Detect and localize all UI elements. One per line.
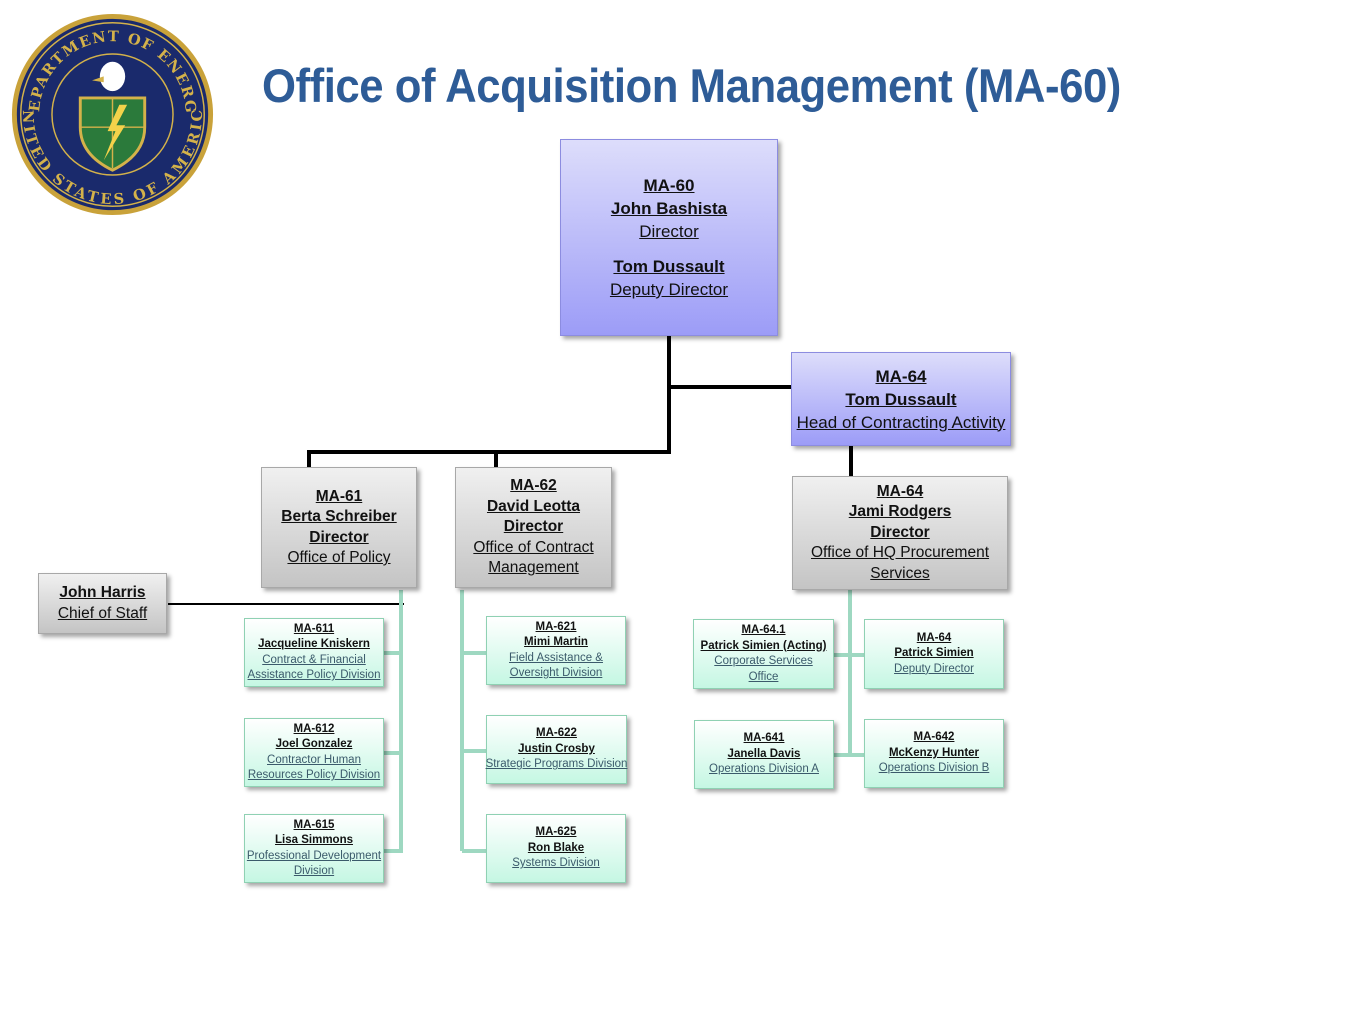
org-box-ma621[interactable]: MA-621 Mimi Martin Field Assistance & Ov… <box>486 616 626 685</box>
org-box-ma64-hca[interactable]: MA-64 Tom Dussault Head of Contracting A… <box>791 352 1011 446</box>
division-line1: Contract & Financial <box>262 653 366 666</box>
deputy-role: Deputy Director <box>609 280 729 299</box>
org-box-ma64-1[interactable]: MA-64.1 Patrick Simien (Acting) Corporat… <box>693 619 834 689</box>
deputy-name: Tom Dussault <box>613 257 725 276</box>
person-name: David Leotta <box>486 497 580 515</box>
person-name: Janella Davis <box>727 747 801 760</box>
org-code: MA-64 <box>916 631 952 644</box>
division-line1: Operations Division B <box>878 762 990 775</box>
org-box-ma611[interactable]: MA-611 Jacqueline Kniskern Contract & Fi… <box>244 618 384 687</box>
org-code: MA-64 <box>876 482 924 500</box>
org-box-ma615[interactable]: MA-615 Lisa Simmons Professional Develop… <box>244 814 384 883</box>
person-name: Jacqueline Kniskern <box>258 638 370 650</box>
division-line1: Professional Development <box>246 849 382 862</box>
person-name: Tom Dussault <box>845 389 957 409</box>
org-box-ma622[interactable]: MA-622 Justin Crosby Strategic Programs … <box>486 715 627 784</box>
person-role: Director <box>870 523 930 541</box>
org-box-ma625[interactable]: MA-625 Ron Blake Systems Division <box>486 814 626 883</box>
org-code: MA-621 <box>535 620 577 633</box>
person-role: Director <box>309 528 369 546</box>
page-title: Office of Acquisition Management (MA-60) <box>262 59 1121 112</box>
division-line2: Division <box>293 865 335 877</box>
person-name: McKenzy Hunter <box>888 746 980 759</box>
person-name: Joel Gonzalez <box>275 738 353 750</box>
office-name-line1: Office of HQ Procurement <box>810 544 990 562</box>
org-box-ma641[interactable]: MA-641 Janella Davis Operations Division… <box>694 720 834 789</box>
org-box-ma64-deputy[interactable]: MA-64 Patrick Simien Deputy Director <box>864 619 1004 689</box>
org-box-ma61[interactable]: MA-61 Berta Schreiber Director Office of… <box>261 467 417 588</box>
division-line1: Deputy Director <box>894 662 974 675</box>
org-code: MA-64 <box>875 366 927 386</box>
org-code: MA-625 <box>535 826 577 839</box>
person-name: Justin Crosby <box>518 742 595 755</box>
division-line1: Operations Division A <box>709 763 819 776</box>
division-line2: Assistance Policy Division <box>247 669 381 681</box>
org-code: MA-615 <box>293 818 335 831</box>
doe-seal-logo: DEPARTMENT OF ENERGY UNITED STATES OF AM… <box>10 12 214 216</box>
org-box-chief-of-staff[interactable]: John Harris Chief of Staff <box>38 573 167 634</box>
office-name: Office of Policy <box>287 549 391 566</box>
org-box-ma62[interactable]: MA-62 David Leotta Director Office of Co… <box>455 467 612 588</box>
org-code: MA-60 <box>643 176 695 195</box>
person-role: Director <box>639 222 699 241</box>
org-code: MA-611 <box>293 622 335 635</box>
org-box-ma60[interactable]: MA-60 John Bashista Director Tom Dussaul… <box>560 139 778 336</box>
person-name: Mimi Martin <box>524 636 588 648</box>
person-role: Chief of Staff <box>57 604 148 622</box>
division-line2: Resources Policy Division <box>247 769 381 781</box>
office-name-line2: Services <box>870 564 930 582</box>
person-role: Head of Contracting Activity <box>796 412 1006 432</box>
division-line1: Corporate Services <box>714 655 813 667</box>
org-code: MA-61 <box>315 487 363 505</box>
person-name: Lisa Simmons <box>275 834 353 846</box>
person-name: John Harris <box>59 584 146 601</box>
person-name: Berta Schreiber <box>281 508 397 525</box>
person-name: Ron Blake <box>527 841 585 854</box>
org-box-ma64-director[interactable]: MA-64 Jami Rodgers Director Office of HQ… <box>792 476 1008 590</box>
division-line2: Oversight Division <box>509 667 603 679</box>
org-code: MA-622 <box>536 727 577 740</box>
office-name-line1: Office of Contract <box>473 538 594 556</box>
division-line1: Strategic Programs Division <box>485 758 628 771</box>
division-line1: Contractor Human <box>267 753 361 766</box>
org-code: MA-62 <box>510 477 557 495</box>
person-name: John Bashista <box>610 199 728 218</box>
person-name: Patrick Simien <box>894 647 974 660</box>
division-line1: Field Assistance & <box>509 651 603 664</box>
person-name: Jami Rodgers <box>848 503 952 521</box>
person-name: Patrick Simien (Acting) <box>700 639 827 652</box>
org-box-ma612[interactable]: MA-612 Joel Gonzalez Contractor Human Re… <box>244 718 384 787</box>
org-code: MA-612 <box>293 722 335 735</box>
org-code: MA-64.1 <box>741 624 786 636</box>
org-box-ma642[interactable]: MA-642 McKenzy Hunter Operations Divisio… <box>864 719 1004 788</box>
person-role: Director <box>503 518 564 536</box>
org-code: MA-641 <box>743 732 785 745</box>
office-name-line2: Management <box>488 559 579 577</box>
division-line2: Office <box>748 670 779 683</box>
org-code: MA-642 <box>913 731 955 744</box>
division-line1: Systems Division <box>512 857 600 870</box>
